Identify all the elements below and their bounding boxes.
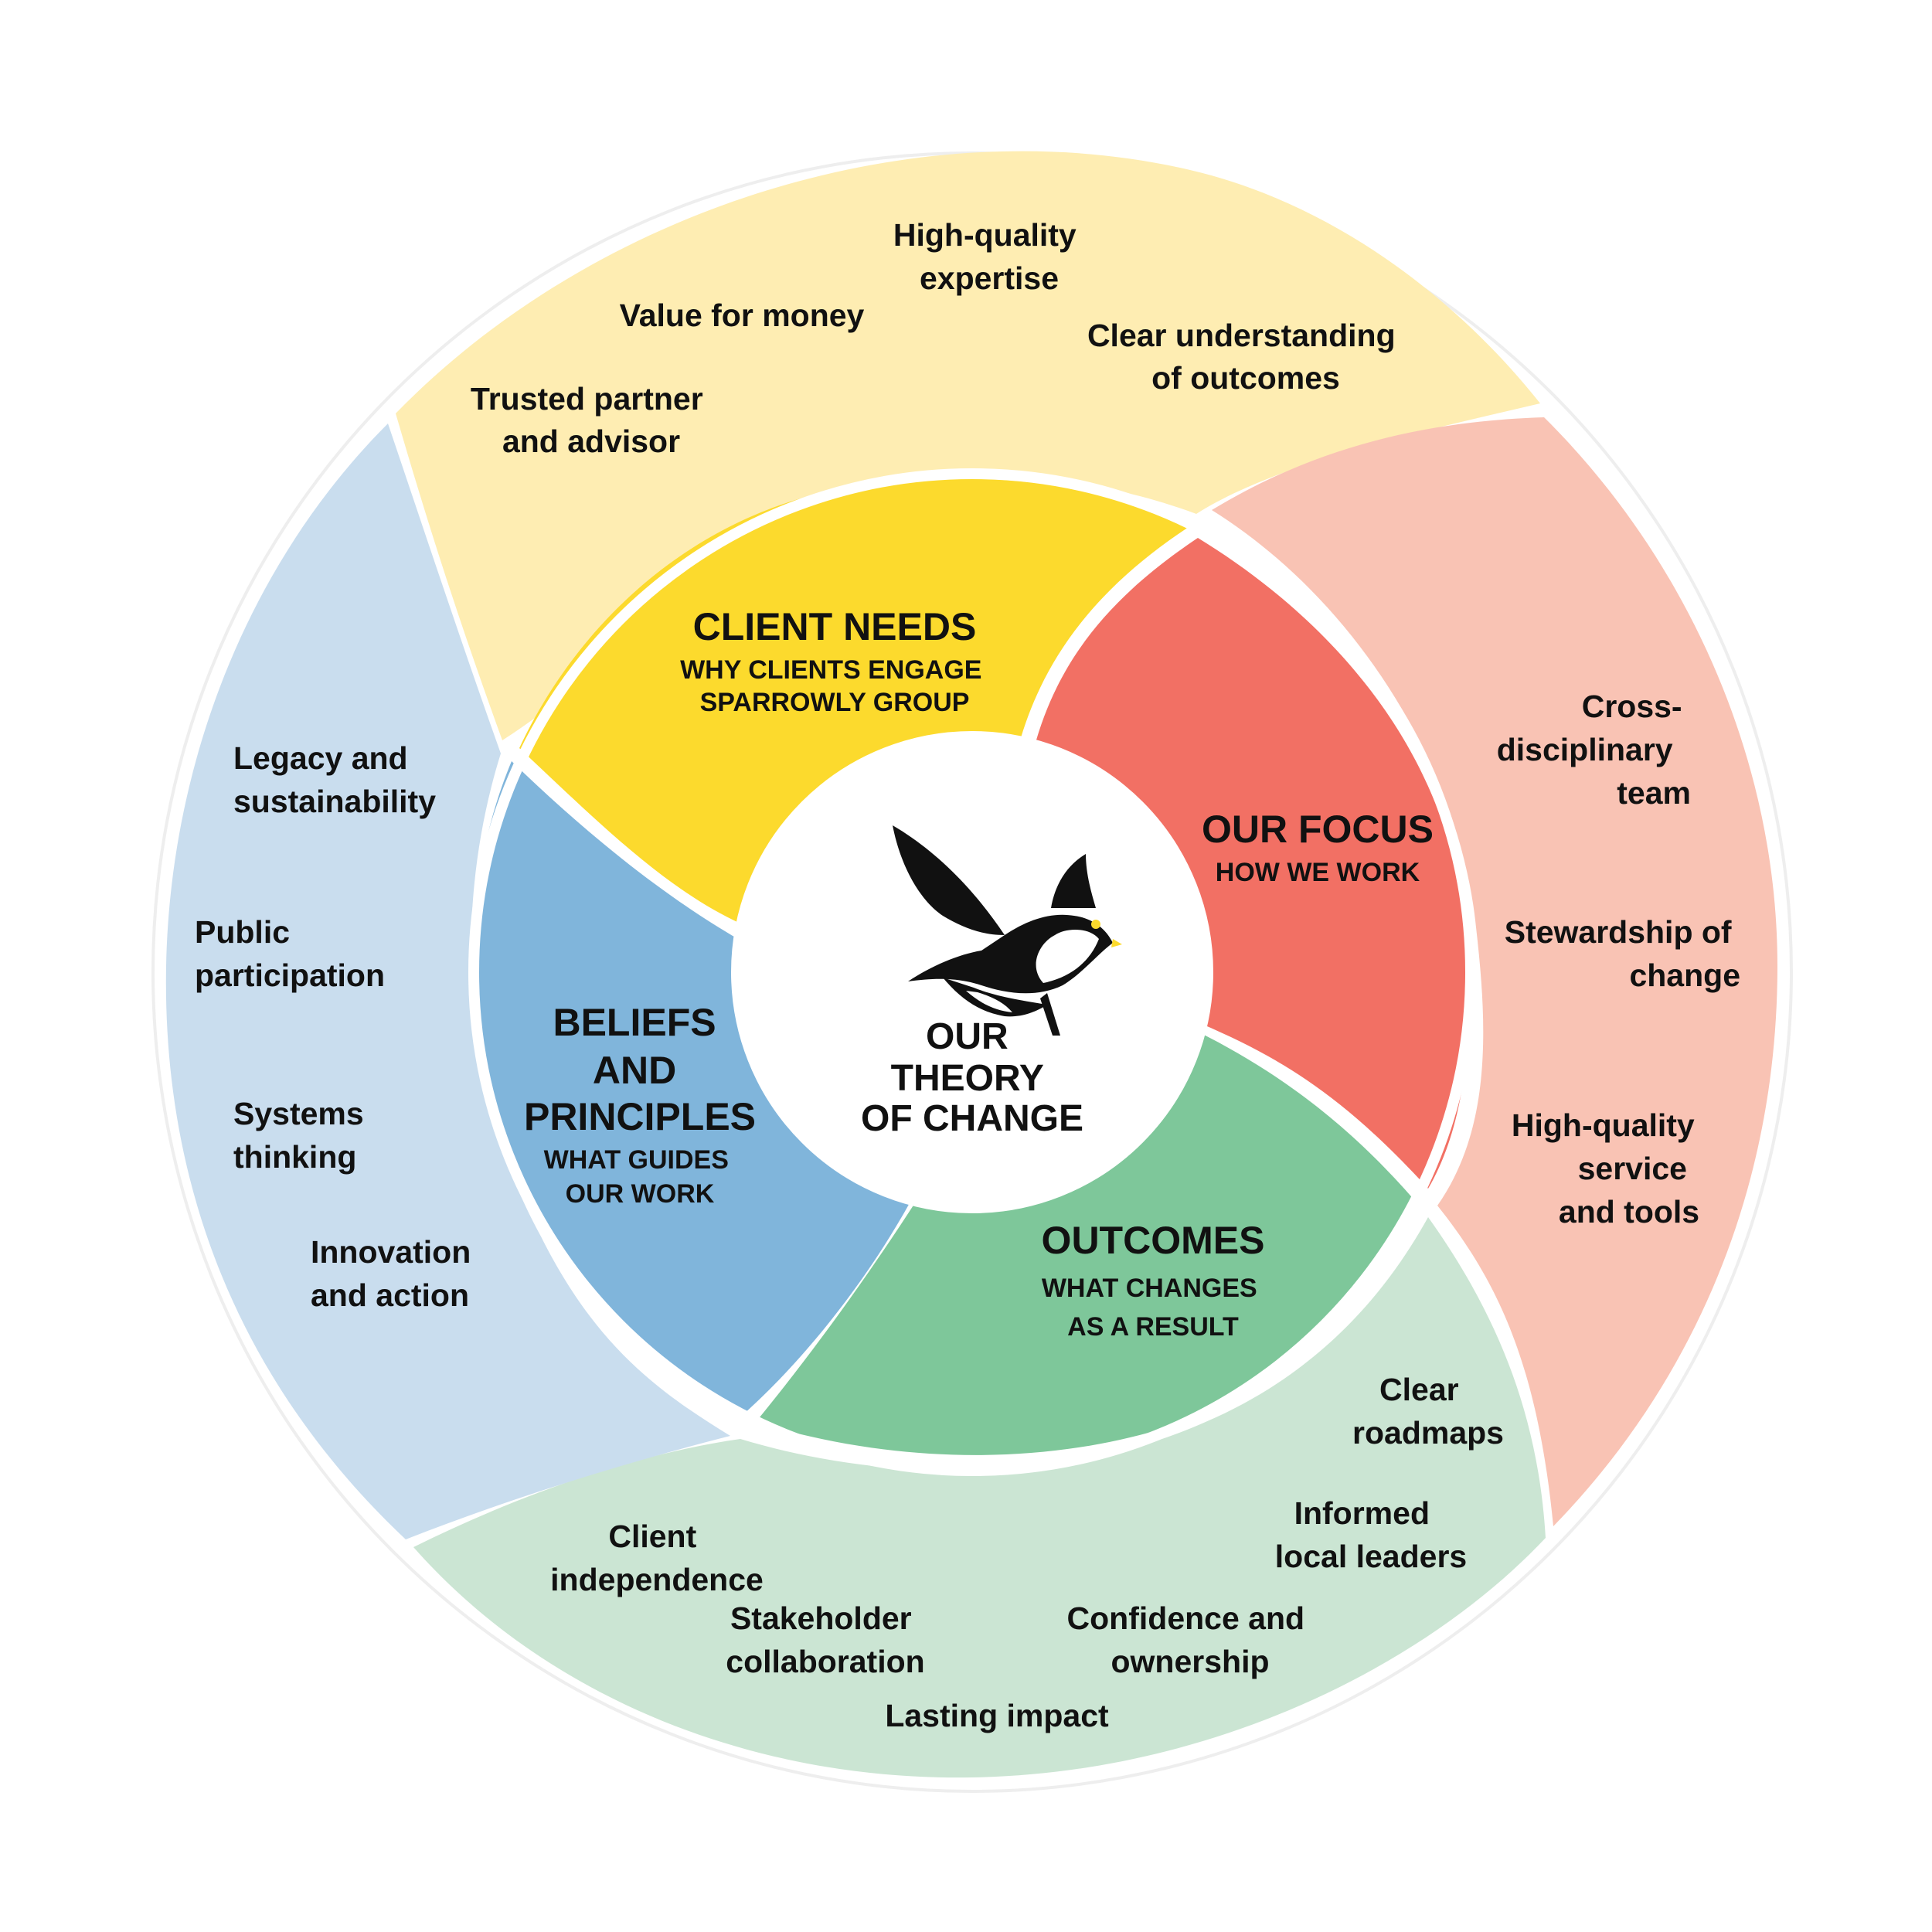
segment-dividers [468,468,1476,1476]
item-informed-local-leaders: Informed local leaders [1275,1495,1467,1574]
our-focus-inner-segment[interactable] [1034,538,1469,1189]
item-cross-disciplinary-team: Cross- disciplinary team [1497,689,1691,811]
beliefs-outer-segment[interactable] [165,423,730,1539]
outcomes-outer-segment[interactable] [413,1217,1546,1778]
sparrow-icon [893,825,1122,1036]
item-confidence-and-ownership: Confidence and ownership [1067,1600,1314,1679]
our-focus-heading: OUR FOCUS [1202,808,1434,851]
beliefs-subheading: WHAT GUIDES OUR WORK [544,1145,736,1209]
item-high-quality-service: High-quality service and tools [1512,1107,1703,1230]
client-needs-heading: CLIENT NEEDS [693,605,977,648]
item-value-for-money: Value for money [620,298,865,333]
outcomes-heading: OUTCOMES [1042,1219,1265,1262]
item-clear-understanding: Clear understanding of outcomes [1087,318,1404,396]
beliefs-heading: BELIEFS AND PRINCIPLES [524,1001,756,1138]
client-needs-outer-segment[interactable] [396,151,1540,740]
item-trusted-partner: Trusted partner and advisor [471,381,712,459]
item-clear-roadmaps: Clear roadmaps [1352,1372,1504,1451]
item-client-independence: Client independence [550,1519,764,1597]
item-high-quality-expertise: High-quality expertise [893,217,1085,296]
outcomes-subheading: WHAT CHANGES AS A RESULT [1042,1274,1264,1342]
item-stewardship-of-change: Stewardship of change [1505,914,1740,993]
item-stakeholder-collaboration: Stakeholder collaboration [726,1600,924,1679]
item-innovation-and-action: Innovation and action [311,1234,480,1313]
item-lasting-impact: Lasting impact [885,1698,1109,1733]
client-needs-subheading: WHY CLIENTS ENGAGE SPARROWLY GROUP [680,655,989,717]
outcomes-inner-segment[interactable] [756,1032,1416,1455]
item-legacy-and-sustainability: Legacy and sustainability [233,740,436,819]
beliefs-inner-segment[interactable] [472,761,910,1414]
item-systems-thinking: Systems thinking [233,1096,372,1175]
our-focus-outer-segment[interactable] [1212,417,1777,1526]
center-title: OUR THEORY OF CHANGE [861,1016,1083,1139]
item-public-participation: Public participation [195,914,385,993]
client-needs-inner-segment[interactable] [519,478,1189,923]
our-focus-subheading: HOW WE WORK [1216,858,1420,887]
